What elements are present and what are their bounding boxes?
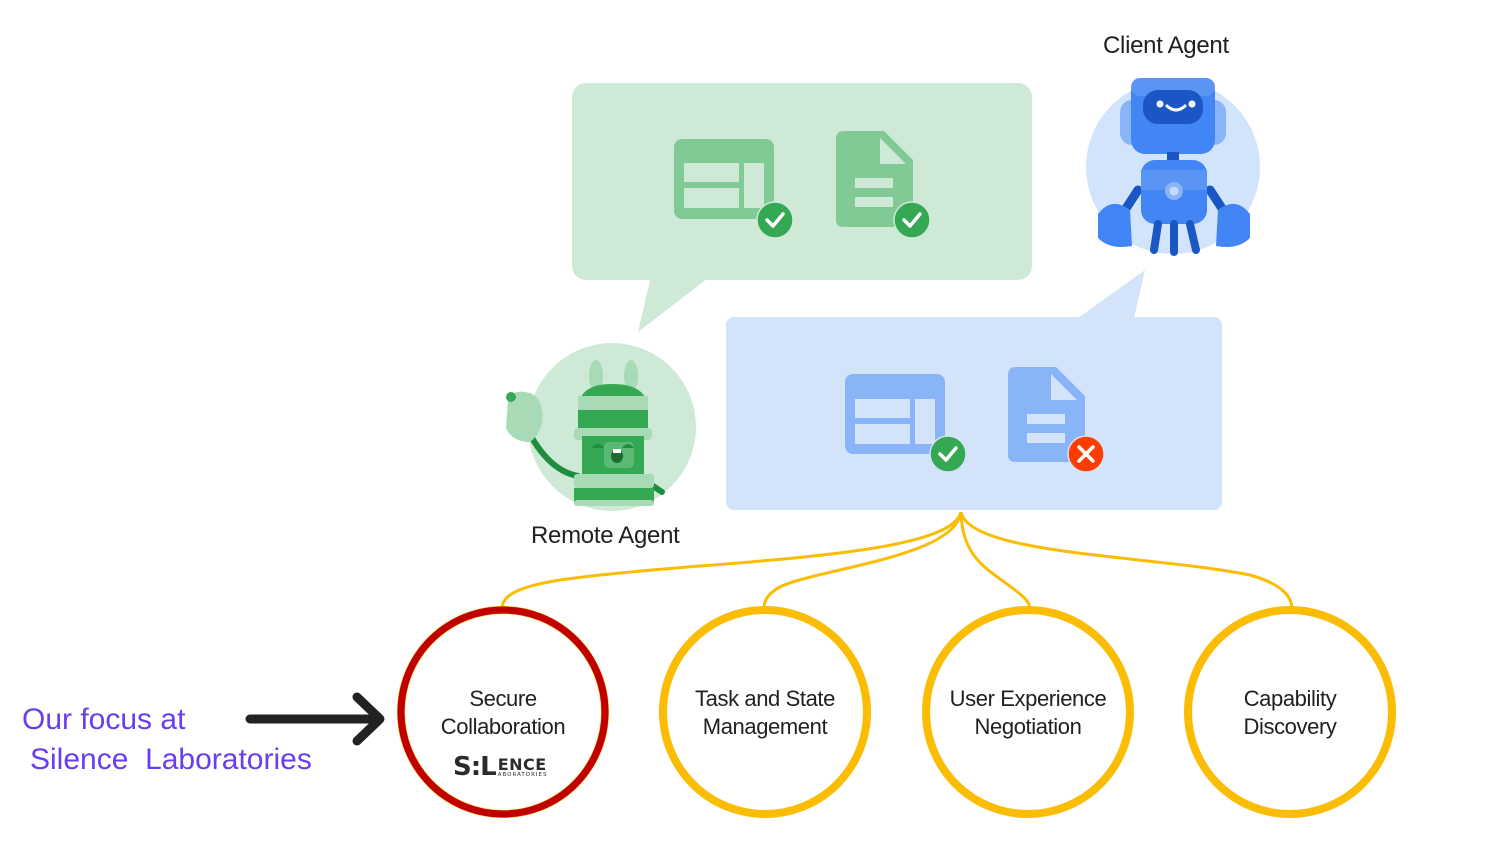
connector-ux-negotiation: [959, 511, 1032, 611]
silence-laboratories-logo: S:L ENCE ABORATORIES: [453, 752, 548, 782]
connector-capability-discovery: [959, 511, 1294, 611]
client-agent-avatar[interactable]: [1086, 78, 1260, 256]
focus-arrow-icon: [245, 692, 385, 746]
capability-rings: [397, 606, 1396, 818]
cross-badge-icon: [1067, 435, 1105, 473]
capability-label-line2: Collaboration: [440, 714, 566, 739]
logo-mark: S:L: [453, 752, 497, 782]
remote-response-bubble: [572, 83, 1032, 332]
document-icon: [1008, 367, 1085, 462]
logo-ence: ENCE: [497, 755, 547, 774]
check-badge-icon: [893, 201, 931, 239]
connector-task-state: [762, 511, 963, 611]
connector-secure-collaboration: [500, 511, 963, 611]
logo-laboratories: ABORATORIES: [497, 772, 548, 778]
capability-ux-negotiation[interactable]: User Experience Negotiation: [928, 685, 1128, 741]
capability-task-state-management[interactable]: Task and State Management: [665, 685, 865, 741]
form-icon: [674, 139, 774, 219]
capability-secure-collaboration[interactable]: Secure Collaboration: [403, 685, 603, 741]
check-badge-icon: [929, 435, 967, 473]
task-state-ring: [659, 606, 871, 818]
remote-agent-avatar[interactable]: [506, 343, 696, 511]
capability-label-line1: Secure: [469, 686, 537, 711]
capability-label-line1: Task and State: [695, 686, 835, 711]
capability-label-line2: Discovery: [1243, 714, 1337, 739]
form-icon: [845, 374, 945, 454]
capability-discovery-ring: [1184, 606, 1396, 818]
ux-negotiation-ring: [922, 606, 1134, 818]
check-badge-icon: [756, 201, 794, 239]
connector-lines: [500, 511, 1294, 611]
client-agent-label: Client Agent: [1103, 32, 1229, 59]
capability-discovery[interactable]: Capability Discovery: [1190, 685, 1390, 741]
capability-label-line1: Capability: [1243, 686, 1337, 711]
capability-label-line2: Management: [702, 714, 828, 739]
remote-agent-label: Remote Agent: [531, 522, 680, 549]
focus-caption-line2: Silence Laboratories: [30, 743, 312, 776]
client-request-bubble: [726, 270, 1222, 510]
focus-caption: Our focus at Silence Laboratories: [22, 700, 312, 780]
capability-label-line2: Negotiation: [974, 714, 1082, 739]
focus-caption-line1: Our focus at: [22, 703, 186, 736]
document-icon: [836, 131, 913, 227]
capability-label-line1: User Experience: [949, 686, 1107, 711]
